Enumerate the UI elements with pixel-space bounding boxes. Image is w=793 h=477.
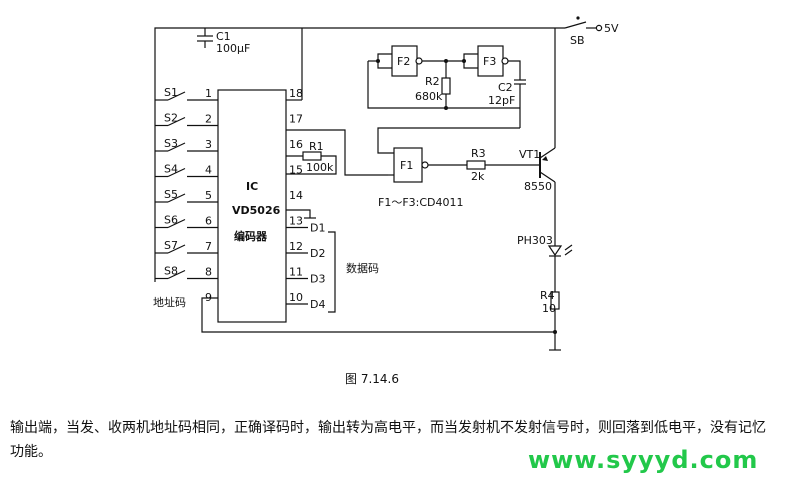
resistor-r4: R4 10 xyxy=(540,289,561,351)
pin-number: 2 xyxy=(205,113,212,126)
pin-number: 13 xyxy=(289,215,303,228)
left-pin-3: S3 3 xyxy=(155,137,218,152)
pin-number: 7 xyxy=(205,240,212,253)
f3-label: F3 xyxy=(483,55,496,68)
body-paragraph: 输出端，当发、收两机地址码相同，正确译码时，输出转为高电平，而当发射机不发射信号… xyxy=(10,420,766,460)
gate-note: F1～F3:CD4011 xyxy=(378,196,464,209)
right-pin-14: 14 xyxy=(289,189,303,202)
switch-label: S8 xyxy=(164,265,178,278)
r2-value: 680k xyxy=(415,90,443,103)
capacitor-c2: C2 12pF xyxy=(488,60,526,128)
pin-number: 6 xyxy=(205,215,212,228)
ic-label: IC xyxy=(246,180,258,193)
ir-led-ph303: PH303 xyxy=(517,234,573,292)
pin-number: 16 xyxy=(289,138,303,151)
pin-number: 17 xyxy=(289,113,303,126)
pin-number: 4 xyxy=(205,164,212,177)
top-rail xyxy=(154,27,548,100)
data-code-bracket: 数据码 xyxy=(328,231,379,313)
left-pin-4: S4 4 xyxy=(155,163,218,178)
r3-label: R3 xyxy=(471,147,486,160)
gate-f3: F3 xyxy=(422,45,509,77)
ic-vd5026: IC VD5026 编码器 xyxy=(217,89,287,323)
pin14-ground xyxy=(286,209,311,218)
r4-label: R4 xyxy=(540,289,555,302)
data-output-label: D1 xyxy=(310,222,325,235)
switch-label: S5 xyxy=(164,188,178,201)
pin-number: 18 xyxy=(289,87,303,100)
pin-number: 10 xyxy=(289,291,303,304)
switch-sb: SB 5V xyxy=(548,16,619,47)
resistor-r1: R1 100k xyxy=(286,140,337,175)
gate-f2: F2 xyxy=(368,45,423,77)
transistor-vt1: VT1 8550 xyxy=(519,147,556,193)
right-pin-15: 15 xyxy=(289,164,303,177)
right-pin-10: D4 10 xyxy=(286,291,325,311)
capacitor-c1: C1 100μF xyxy=(197,28,250,55)
pin-number: 12 xyxy=(289,240,303,253)
left-pin-8: S8 8 xyxy=(155,265,218,280)
ic-function: 编码器 xyxy=(234,229,268,243)
right-pin-18: 18 xyxy=(286,87,303,101)
r4-value: 10 xyxy=(542,302,556,315)
pin-number: 3 xyxy=(205,138,212,151)
data-output-label: D3 xyxy=(310,273,325,286)
pin-number: 1 xyxy=(205,87,212,100)
f1-label: F1 xyxy=(400,159,413,172)
left-pin-2: S2 2 xyxy=(155,112,218,127)
right-pin-13: D1 13 xyxy=(286,215,325,235)
circuit-schematic: C1 100μF SB 5V IC VD5026 编码器 S1 1S2 2S3 3S4… xyxy=(153,16,619,351)
switch-label: S6 xyxy=(164,214,178,227)
r2-label: R2 xyxy=(425,75,440,88)
vt1-label: VT1 xyxy=(519,148,540,161)
address-code-label: 地址码 xyxy=(153,295,186,309)
watermark: www.syyyd.com xyxy=(528,446,759,474)
switch-label: S4 xyxy=(164,163,178,176)
c2-value: 12pF xyxy=(488,94,515,107)
pin-number: 14 xyxy=(289,189,303,202)
r1-label: R1 xyxy=(309,140,324,153)
data-output-label: D4 xyxy=(310,298,325,311)
vt1-value: 8550 xyxy=(524,180,552,193)
c2-label: C2 xyxy=(498,81,513,94)
pin-number: 5 xyxy=(205,189,212,202)
figure-caption: 图 7.14.6 xyxy=(345,372,399,386)
resistor-r2: R2 680k xyxy=(415,61,451,110)
oscillator-to-f1 xyxy=(377,127,520,154)
right-pin-12: D2 12 xyxy=(286,240,325,260)
sb-label: SB xyxy=(570,34,585,47)
pin9-ground-line xyxy=(201,297,555,333)
r1-value: 100k xyxy=(306,161,334,174)
ph303-label: PH303 xyxy=(517,234,553,247)
ic-model: VD5026 xyxy=(232,204,281,217)
switch-label: S7 xyxy=(164,239,178,252)
gate-f1: F1 xyxy=(388,147,429,183)
switch-label: S1 xyxy=(164,86,178,99)
data-output-label: D2 xyxy=(310,247,325,260)
left-pin-7: S7 7 xyxy=(155,239,218,254)
pin-number: 11 xyxy=(289,266,303,279)
pin-number: 15 xyxy=(289,164,303,177)
f2-label: F2 xyxy=(397,55,410,68)
left-pin-6: S6 6 xyxy=(155,214,218,229)
supply-label: 5V xyxy=(604,22,619,35)
left-pin-5: S5 5 xyxy=(155,188,218,203)
pin17-wire xyxy=(286,129,388,176)
right-pin-16: 16 xyxy=(289,138,303,151)
switch-label: S2 xyxy=(164,112,178,125)
right-pin-11: D3 11 xyxy=(286,266,325,286)
switch-label: S3 xyxy=(164,137,178,150)
oscillator-loop xyxy=(367,61,520,109)
data-code-label: 数据码 xyxy=(346,261,379,275)
c1-label: C1 xyxy=(216,30,231,43)
left-pin-1: S1 1 xyxy=(155,86,218,101)
r3-value: 2k xyxy=(471,170,485,183)
c1-value: 100μF xyxy=(216,42,250,55)
pin-number: 8 xyxy=(205,266,212,279)
right-pin-17: 17 xyxy=(289,113,303,126)
resistor-r3: R3 2k xyxy=(428,147,540,183)
